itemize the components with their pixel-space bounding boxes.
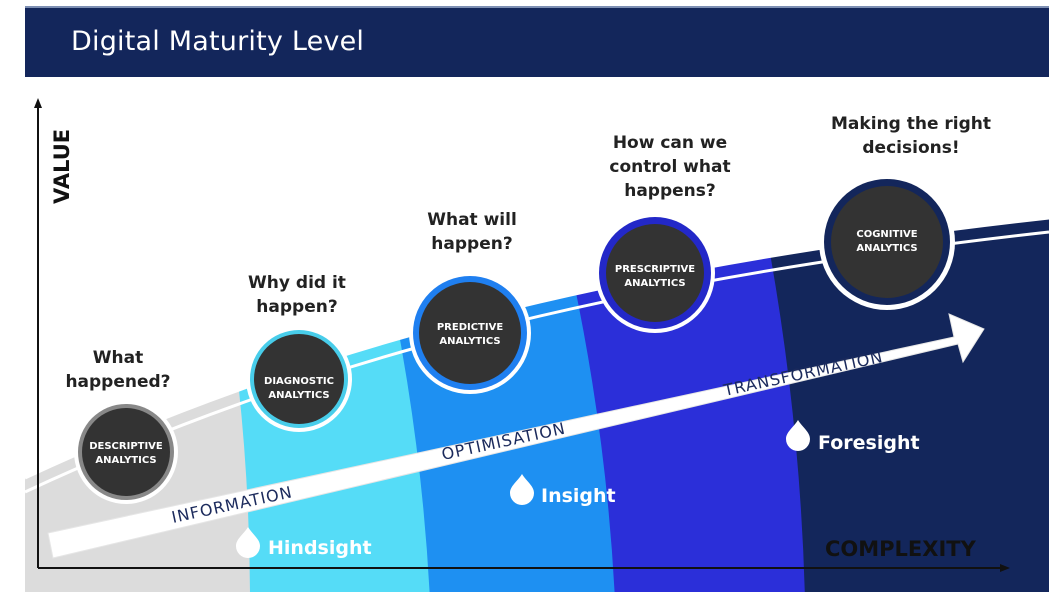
question-predictive: What will happen? — [427, 210, 517, 254]
stage-label-line1: DIAGNOSTIC — [264, 376, 334, 387]
stage-label-line1: PRESCRIPTIVE — [615, 264, 695, 275]
droplet-icon — [510, 474, 534, 505]
stage-cognitive: COGNITIVE ANALYTICS — [819, 174, 955, 310]
question-line: Why did it — [248, 273, 346, 293]
page-title: Digital Maturity Level — [71, 26, 365, 57]
question-line: happened? — [65, 372, 170, 392]
stage-label-line2: ANALYTICS — [439, 336, 500, 347]
circle-core — [419, 282, 521, 384]
question-line: How can we — [613, 133, 727, 153]
sight-insight: Insight — [510, 474, 616, 507]
y-axis-arrowhead — [34, 98, 42, 108]
stage-prescriptive: PRESCRIPTIVE ANALYTICS — [595, 213, 715, 333]
stage-descriptive: DESCRIPTIVE ANALYTICS — [74, 400, 178, 504]
question-line: control what — [609, 157, 730, 177]
x-axis-arrowhead — [1000, 564, 1010, 572]
sight-foresight: Foresight — [786, 420, 920, 454]
stage-label-line1: PREDICTIVE — [437, 322, 504, 333]
question-line: happen? — [431, 234, 512, 254]
question-line: What — [93, 348, 143, 368]
circle-core — [606, 224, 704, 322]
sight-hindsight: Hindsight — [236, 527, 372, 559]
stage-label-line2: ANALYTICS — [95, 455, 156, 466]
question-line: What will — [427, 210, 517, 230]
sight-label: Insight — [541, 485, 616, 507]
question-descriptive: What happened? — [65, 348, 170, 392]
question-line: decisions! — [862, 138, 959, 158]
x-axis-label: COMPLEXITY — [825, 537, 977, 561]
question-line: happens? — [624, 181, 716, 201]
transformation-arrow — [47, 313, 985, 559]
stage-label-line1: COGNITIVE — [856, 229, 917, 240]
circle-core — [254, 334, 344, 424]
stage-label-line2: ANALYTICS — [624, 278, 685, 289]
sight-label: Hindsight — [268, 537, 372, 559]
question-diagnostic: Why did it happen? — [248, 273, 346, 317]
y-axis-label: VALUE — [50, 129, 74, 204]
question-cognitive: Making the right decisions! — [831, 114, 991, 158]
question-line: Making the right — [831, 114, 991, 134]
stage-label-line1: DESCRIPTIVE — [89, 441, 163, 452]
stage-diagnostic: DIAGNOSTIC ANALYTICS — [246, 326, 352, 432]
band-cognitive — [760, 218, 1049, 592]
droplet-icon — [236, 527, 260, 558]
circle-core — [831, 186, 943, 298]
stage-label-line2: ANALYTICS — [856, 243, 917, 254]
question-prescriptive: How can we control what happens? — [609, 133, 730, 201]
circle-core — [82, 408, 170, 496]
header-bar: Digital Maturity Level — [25, 6, 1049, 77]
sight-label: Foresight — [818, 432, 920, 454]
stage-predictive: PREDICTIVE ANALYTICS — [409, 272, 531, 394]
stage-label-line2: ANALYTICS — [268, 390, 329, 401]
question-line: happen? — [256, 297, 337, 317]
droplet-icon — [786, 420, 810, 451]
